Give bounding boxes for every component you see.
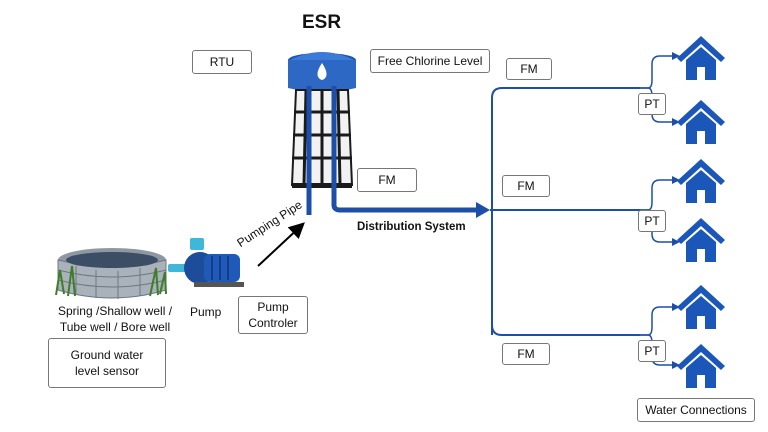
house-icon xyxy=(677,159,725,203)
water-tower-icon xyxy=(288,52,356,188)
fm-branch-top-box: FM xyxy=(506,58,552,80)
distribution-system-label: Distribution System xyxy=(357,221,466,233)
pumping-arrow xyxy=(257,222,305,267)
pt-mid-box: PT xyxy=(638,210,666,232)
fm-branch-bottom-box: FM xyxy=(502,343,550,365)
water-connections-box: Water Connections xyxy=(637,398,755,422)
house-icon xyxy=(677,344,725,388)
pt-top-box: PT xyxy=(638,93,666,115)
house-icon xyxy=(677,285,725,329)
pump-label: Pump xyxy=(190,305,222,319)
pump-controller-box: Pump Controler xyxy=(238,296,308,334)
pipe-network xyxy=(306,55,676,366)
free-chlorine-level-box: Free Chlorine Level xyxy=(370,49,490,73)
diagram-title: ESR xyxy=(302,12,342,33)
house-icon xyxy=(677,36,725,80)
rtu-box: RTU xyxy=(192,50,252,74)
house-icon xyxy=(677,100,725,144)
fm-branch-mid-box: FM xyxy=(502,175,550,197)
pump-icon xyxy=(168,238,244,287)
water-source-label: Spring /Shallow well / Tube well / Bore … xyxy=(57,304,173,335)
house-icon xyxy=(677,218,725,262)
pt-bottom-box: PT xyxy=(638,340,666,362)
well-icon xyxy=(55,248,167,299)
fm-tank-box: FM xyxy=(357,168,417,192)
ground-water-level-sensor-box: Ground water level sensor xyxy=(48,338,166,388)
